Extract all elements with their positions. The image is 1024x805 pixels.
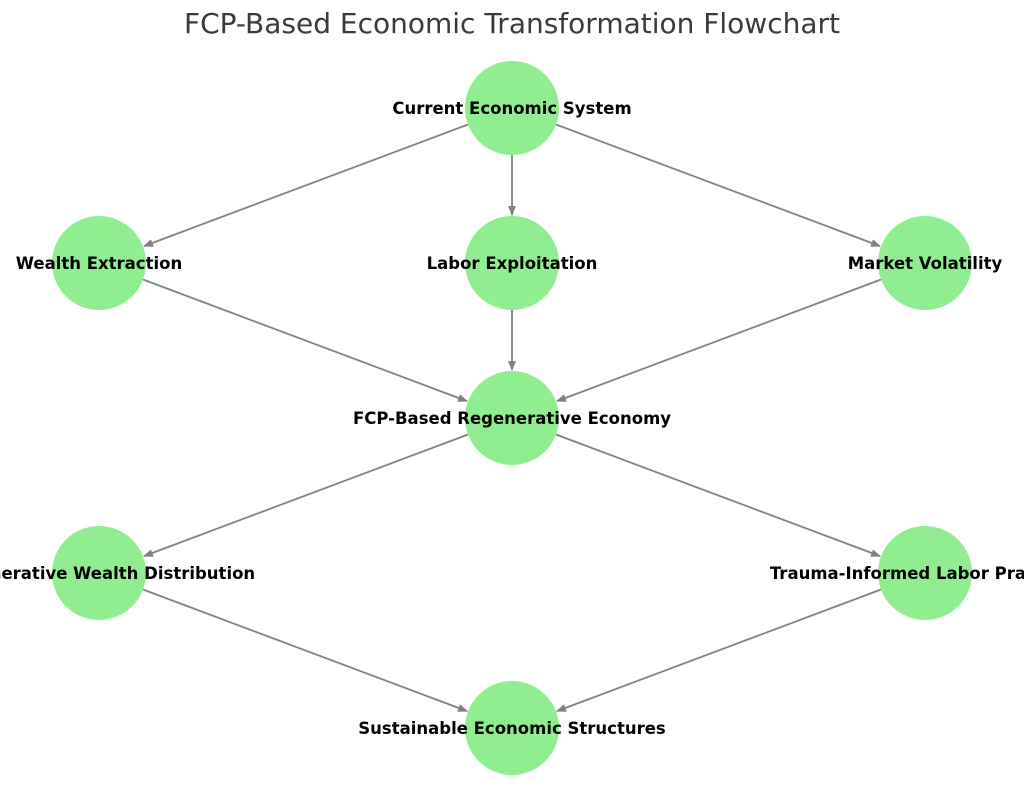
node-market xyxy=(878,216,972,310)
edge-regen_wealth-to-sustainable xyxy=(142,588,468,712)
node-fcp xyxy=(465,371,559,465)
edge-current-to-wealth xyxy=(143,123,469,247)
edge-current-to-market xyxy=(555,123,881,247)
node-current xyxy=(465,61,559,155)
node-sustainable xyxy=(465,681,559,775)
edges-layer xyxy=(142,123,882,712)
node-label-wealth: Wealth Extraction xyxy=(16,254,182,273)
diagram-title: FCP-Based Economic Transformation Flowch… xyxy=(184,7,840,40)
node-label-current: Current Economic System xyxy=(392,99,631,118)
node-label-trauma_labor: Trauma-Informed Labor Practices xyxy=(770,564,1024,583)
edge-wealth-to-fcp xyxy=(142,278,468,402)
edge-fcp-to-trauma_labor xyxy=(555,433,881,557)
edge-fcp-to-regen_wealth xyxy=(143,433,469,557)
node-label-sustainable: Sustainable Economic Structures xyxy=(358,719,666,738)
node-label-regen_wealth: Regenerative Wealth Distribution xyxy=(0,564,255,583)
node-regen_wealth xyxy=(52,526,146,620)
node-trauma_labor xyxy=(878,526,972,620)
node-labor xyxy=(465,216,559,310)
node-label-fcp: FCP-Based Regenerative Economy xyxy=(353,409,671,428)
node-label-labor: Labor Exploitation xyxy=(427,254,598,273)
edge-trauma_labor-to-sustainable xyxy=(556,588,882,712)
edge-market-to-fcp xyxy=(556,278,882,402)
nodes-layer xyxy=(52,61,972,775)
node-wealth xyxy=(52,216,146,310)
node-label-market: Market Volatility xyxy=(848,254,1003,273)
